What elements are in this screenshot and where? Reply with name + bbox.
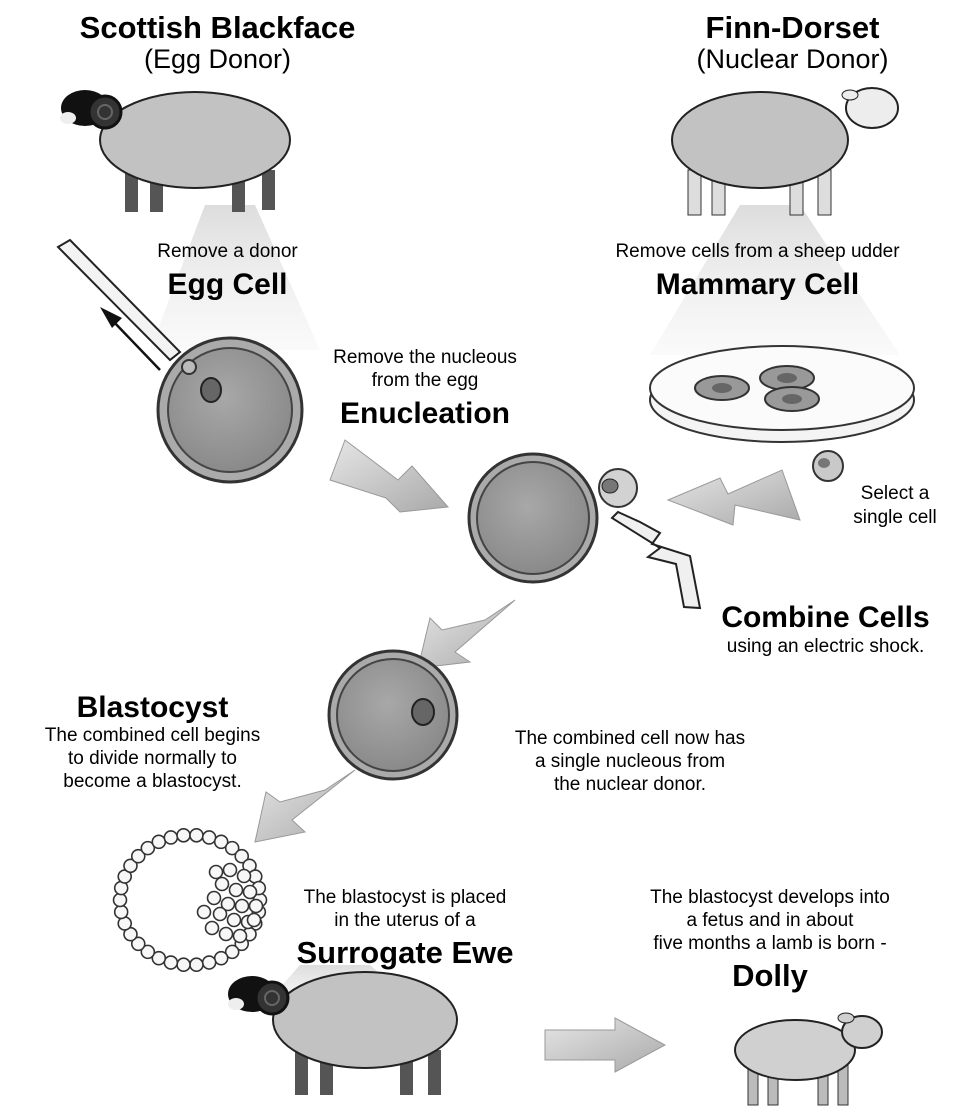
blastocyst-cell xyxy=(140,840,156,856)
blastocyst-heading: Blastocyst xyxy=(76,691,229,724)
blastocyst-cell xyxy=(212,906,228,922)
dolly-line-3: five months a lamb is born - xyxy=(653,933,887,954)
blastocyst-cell xyxy=(176,827,191,843)
select-cell-line-2: single cell xyxy=(853,507,937,528)
arrow-cell-to-center-icon xyxy=(666,469,801,526)
combined-note-line-2: a single nucleous from xyxy=(534,751,726,772)
blastocyst-cell xyxy=(208,864,224,880)
enucleation-heading: Enucleation xyxy=(339,397,511,430)
pipette-arrow-icon xyxy=(100,307,122,328)
blastocyst-cell xyxy=(228,882,244,898)
dolly-lamb-icon xyxy=(734,1012,883,1106)
blastocyst-cell xyxy=(242,884,258,900)
surrogate-line-1: The blastocyst is placed xyxy=(303,887,507,908)
blastocyst-line-3: become a blastocyst. xyxy=(63,771,242,792)
blastocyst-cell xyxy=(140,944,156,960)
blastocyst-cell xyxy=(224,944,240,960)
mammary-beam xyxy=(650,205,900,355)
combined-note-line-3: the nuclear donor. xyxy=(553,774,707,795)
blastocyst-cell xyxy=(201,830,217,845)
blastocyst-cell xyxy=(112,892,128,908)
blastocyst-cell xyxy=(222,862,238,878)
scottish-blackface-sheep-icon xyxy=(60,90,291,212)
nuclear-donor-title: Finn-Dorset xyxy=(705,10,880,45)
nuclear-donor-role: (Nuclear Donor) xyxy=(696,44,889,74)
blastocyst-cell xyxy=(204,920,220,936)
enucleated-egg-icon xyxy=(467,452,599,584)
blastocyst-cell xyxy=(113,904,129,920)
dolly-heading: Dolly xyxy=(732,958,808,993)
egg-cell-icon xyxy=(156,336,304,484)
surrogate-ewe-icon xyxy=(228,965,458,1095)
blastocyst-cell xyxy=(220,896,236,912)
mammary-cell-caption: Remove cells from a sheep udder xyxy=(615,241,900,262)
petri-dish-icon xyxy=(649,345,915,443)
blastocyst-cell xyxy=(234,848,250,864)
combined-cell-icon xyxy=(327,649,459,781)
blastocyst-cell xyxy=(130,936,146,952)
combine-cells-heading: Combine Cells xyxy=(721,601,930,634)
surrogate-ewe-heading: Surrogate Ewe xyxy=(296,935,514,970)
blastocyst-cell xyxy=(213,834,229,850)
arrow-combined-to-blastocyst-icon xyxy=(254,769,356,843)
combine-cells-caption: using an electric shock. xyxy=(726,636,925,657)
select-cell-line-1: Select a xyxy=(860,483,930,504)
dolly-line-1: The blastocyst develops into xyxy=(650,887,890,908)
blastocyst-cell xyxy=(201,955,217,970)
blastocyst-cell xyxy=(224,840,240,856)
blastocyst-line-1: The combined cell begins xyxy=(44,725,261,746)
blastocyst-cell xyxy=(214,876,230,892)
blastocyst-cell xyxy=(234,898,250,914)
egg-donor-title: Scottish Blackface xyxy=(79,10,356,45)
egg-cell-heading: Egg Cell xyxy=(167,268,288,301)
blastocyst-cell xyxy=(196,904,212,920)
blastocyst-cell xyxy=(213,950,229,966)
blastocyst-cell xyxy=(226,912,242,928)
arrow-egg-to-center-icon xyxy=(329,439,450,513)
blastocyst-line-2: to divide normally to xyxy=(68,748,237,769)
blastocyst-cell xyxy=(206,890,222,906)
donor-nucleus-cell-icon xyxy=(598,468,638,508)
electric-shock-icon xyxy=(610,510,702,610)
combined-note-line-1: The combined cell now has xyxy=(514,728,746,749)
dolly-line-2: a fetus and in about xyxy=(686,910,854,931)
arrow-surrogate-to-dolly-icon xyxy=(544,1017,667,1073)
blastocyst-cell xyxy=(236,868,252,884)
blastocyst-cell xyxy=(189,957,204,973)
egg-donor-role: (Egg Donor) xyxy=(143,44,292,74)
egg-beam xyxy=(150,205,320,350)
blastocyst-cell xyxy=(163,830,179,845)
blastocyst-cell xyxy=(232,928,248,944)
blastocyst-cell xyxy=(218,926,234,942)
blastocyst-icon xyxy=(112,827,268,973)
blastocyst-cell xyxy=(189,827,204,843)
pipette-icon xyxy=(56,238,182,362)
blastocyst-cell xyxy=(151,950,167,966)
enucleation-caption-2: from the egg xyxy=(371,370,479,391)
single-cell-icon xyxy=(812,450,844,482)
blastocyst-cell xyxy=(130,848,146,864)
blastocyst-cell xyxy=(151,834,167,850)
blastocyst-cell xyxy=(248,898,264,914)
surrogate-line-2: in the uterus of a xyxy=(334,910,476,931)
mammary-cell-heading: Mammary Cell xyxy=(655,268,860,301)
blastocyst-cell xyxy=(123,858,138,874)
blastocyst-cell xyxy=(176,957,191,973)
enucleation-caption-1: Remove the nucleous xyxy=(333,347,517,368)
egg-cell-caption: Remove a donor xyxy=(157,241,298,262)
blastocyst-cell xyxy=(163,955,179,970)
finn-dorset-sheep-icon xyxy=(671,87,899,216)
arrow-center-to-combined-icon xyxy=(417,599,516,669)
blastocyst-cell xyxy=(246,912,262,928)
